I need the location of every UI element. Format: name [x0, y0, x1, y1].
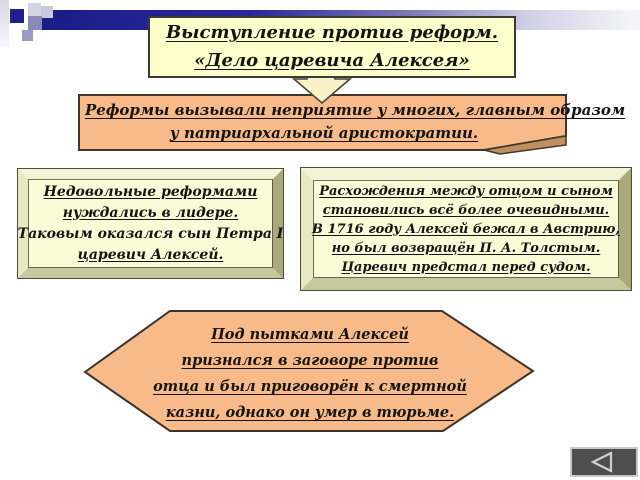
deco-square [28, 16, 42, 30]
verdict-line-3: отца и был приговорён к смертной [153, 378, 467, 395]
deco-square [28, 3, 41, 16]
verdict-hexagon-text: Под пытками Алексей признался в заговоре… [120, 322, 500, 426]
conflict-line-5: Царевич предстал перед судом. [341, 259, 591, 275]
deco-square [10, 9, 24, 23]
verdict-hexagon [83, 310, 535, 432]
conflict-line-1: Расхождения между отцом и сыном [319, 183, 613, 199]
intro-line-2: у патриархальной аристократии. [169, 124, 479, 142]
conflict-line-3: В 1716 году Алексей бежал в Австрию, [312, 221, 620, 237]
folded-corner-flap [483, 135, 567, 155]
intro-box-text: Реформы вызывали неприятие у многих, гла… [85, 99, 626, 145]
verdict-line-4: казни, однако он умер в тюрьме. [165, 404, 455, 421]
conflict-line-2: становились всё более очевидными. [322, 202, 610, 218]
slide-title-line-1: Выступление против реформ. [165, 22, 499, 43]
slide-title-line-2: «Дело царевича Алексея» [194, 50, 470, 71]
back-triangle-icon [590, 451, 613, 473]
leader-line-1: Недовольные реформами [43, 183, 258, 200]
back-button[interactable] [570, 447, 638, 477]
verdict-line-1: Под пытками Алексей [211, 326, 409, 343]
leader-line-3: Таковым оказался сын Петра I [17, 225, 284, 242]
conflict-line-4: но был возвращён П. А. Толстым. [331, 240, 601, 256]
folded-corner-box [78, 94, 567, 155]
conflict-box-panel: Расхождения между отцом и сыном становил… [312, 181, 620, 277]
deco-square [41, 6, 53, 18]
slide-title-box: Выступление против реформ. «Дело царевич… [148, 16, 516, 78]
conflict-box: Расхождения между отцом и сыном становил… [300, 167, 632, 291]
leader-box-panel: Недовольные реформами нуждались в лидере… [18, 180, 284, 267]
leader-line-4: царевич Алексей. [77, 246, 224, 263]
intro-line-1: Реформы вызывали неприятие у многих, гла… [85, 101, 626, 119]
deco-strip [0, 0, 9, 47]
leader-line-2: нуждались в лидере. [62, 204, 239, 221]
leader-box: Недовольные реформами нуждались в лидере… [17, 168, 284, 279]
deco-square [22, 30, 33, 41]
verdict-line-2: признался в заговоре против [181, 352, 439, 369]
